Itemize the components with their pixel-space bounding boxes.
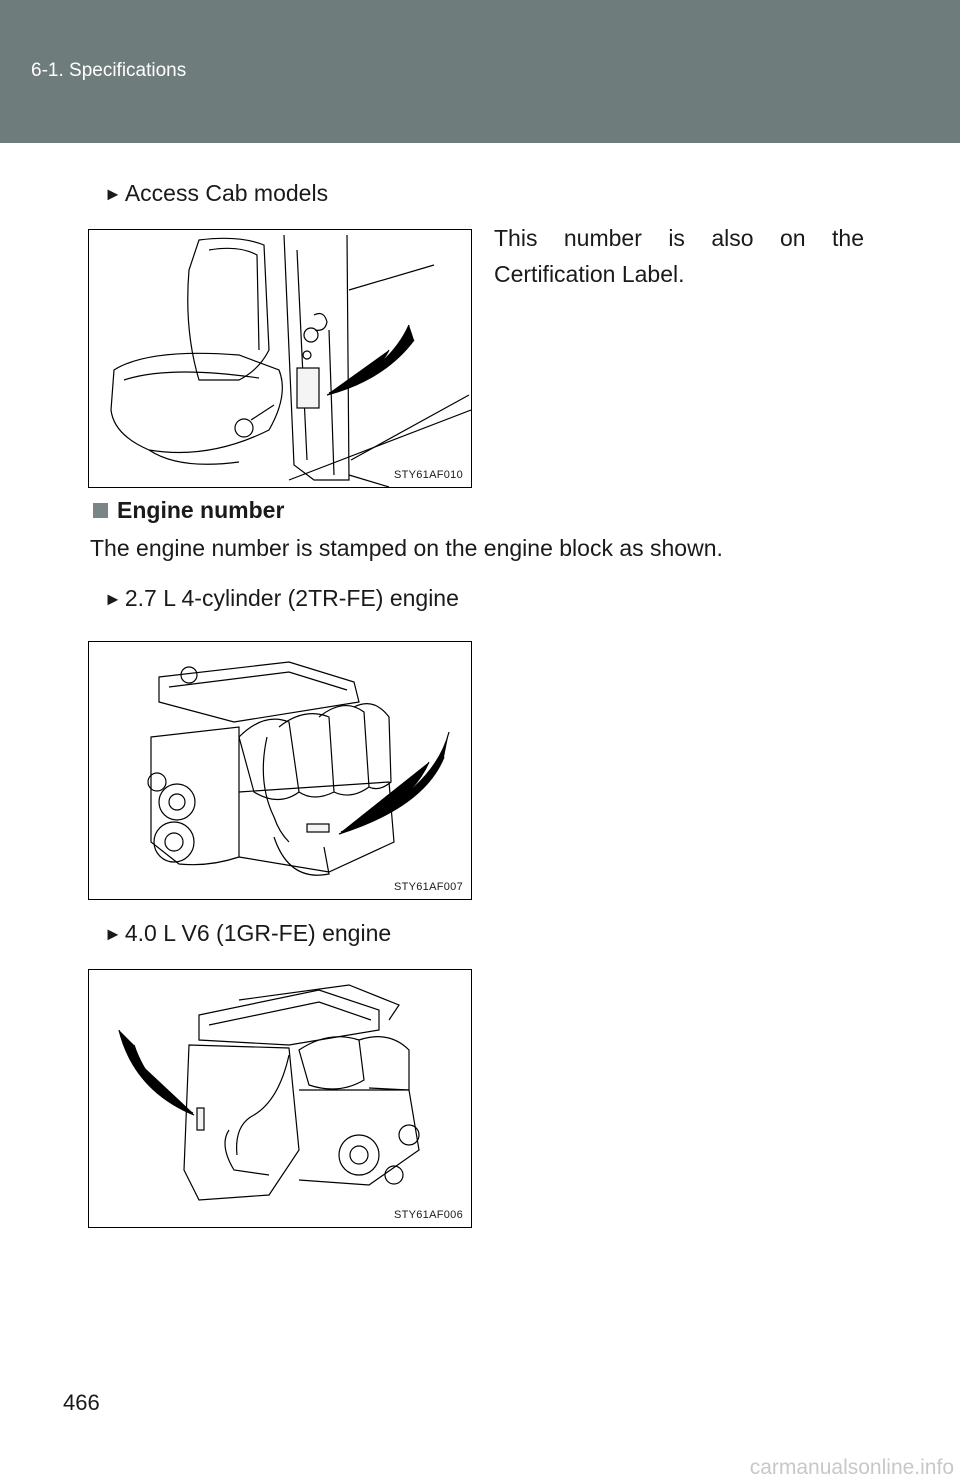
seat-pillar-illustration — [110, 234, 471, 487]
header-band: 6-1. Specifications — [0, 0, 960, 143]
page-number: 466 — [63, 1390, 100, 1415]
figure-code-access-cab: STY61AF010 — [393, 469, 463, 481]
arrow-bullet-icon: ► — [104, 184, 122, 204]
engine-1gr-label: 4.0 L V6 (1GR-FE) engine — [124, 920, 392, 946]
access-cab-heading: ►Access Cab models — [104, 180, 328, 207]
watermark: carmanualsonline.info — [749, 1456, 954, 1479]
figure-code-1gr: STY61AF006 — [393, 1209, 463, 1221]
certification-note: This number is also on the Certification… — [494, 225, 864, 287]
engine-2tr-illustration — [147, 661, 450, 876]
engine-number-heading: Engine number — [93, 497, 284, 524]
engine-number-title: Engine number — [117, 497, 285, 523]
engine-number-description: The engine number is stamped on the engi… — [90, 535, 723, 561]
square-bullet-icon — [93, 503, 108, 518]
engine-2tr-heading: ►2.7 L 4-cylinder (2TR-FE) engine — [104, 585, 459, 612]
arrow-bullet-icon: ► — [104, 924, 122, 944]
arrow-bullet-icon: ► — [104, 589, 122, 609]
engine-1gr-heading: ►4.0 L V6 (1GR-FE) engine — [104, 920, 391, 947]
engine-1gr-illustration — [118, 984, 420, 1201]
section-label: 6-1. Specifications — [31, 60, 187, 81]
engine-2tr-label: 2.7 L 4-cylinder (2TR-FE) engine — [124, 585, 459, 611]
access-cab-figure: STY61AF010 — [88, 229, 472, 488]
figure-code-2tr: STY61AF007 — [393, 881, 463, 893]
access-cab-label: Access Cab models — [124, 180, 329, 206]
engine-1gr-figure: STY61AF006 — [88, 969, 472, 1228]
engine-2tr-figure: STY61AF007 — [88, 641, 472, 900]
